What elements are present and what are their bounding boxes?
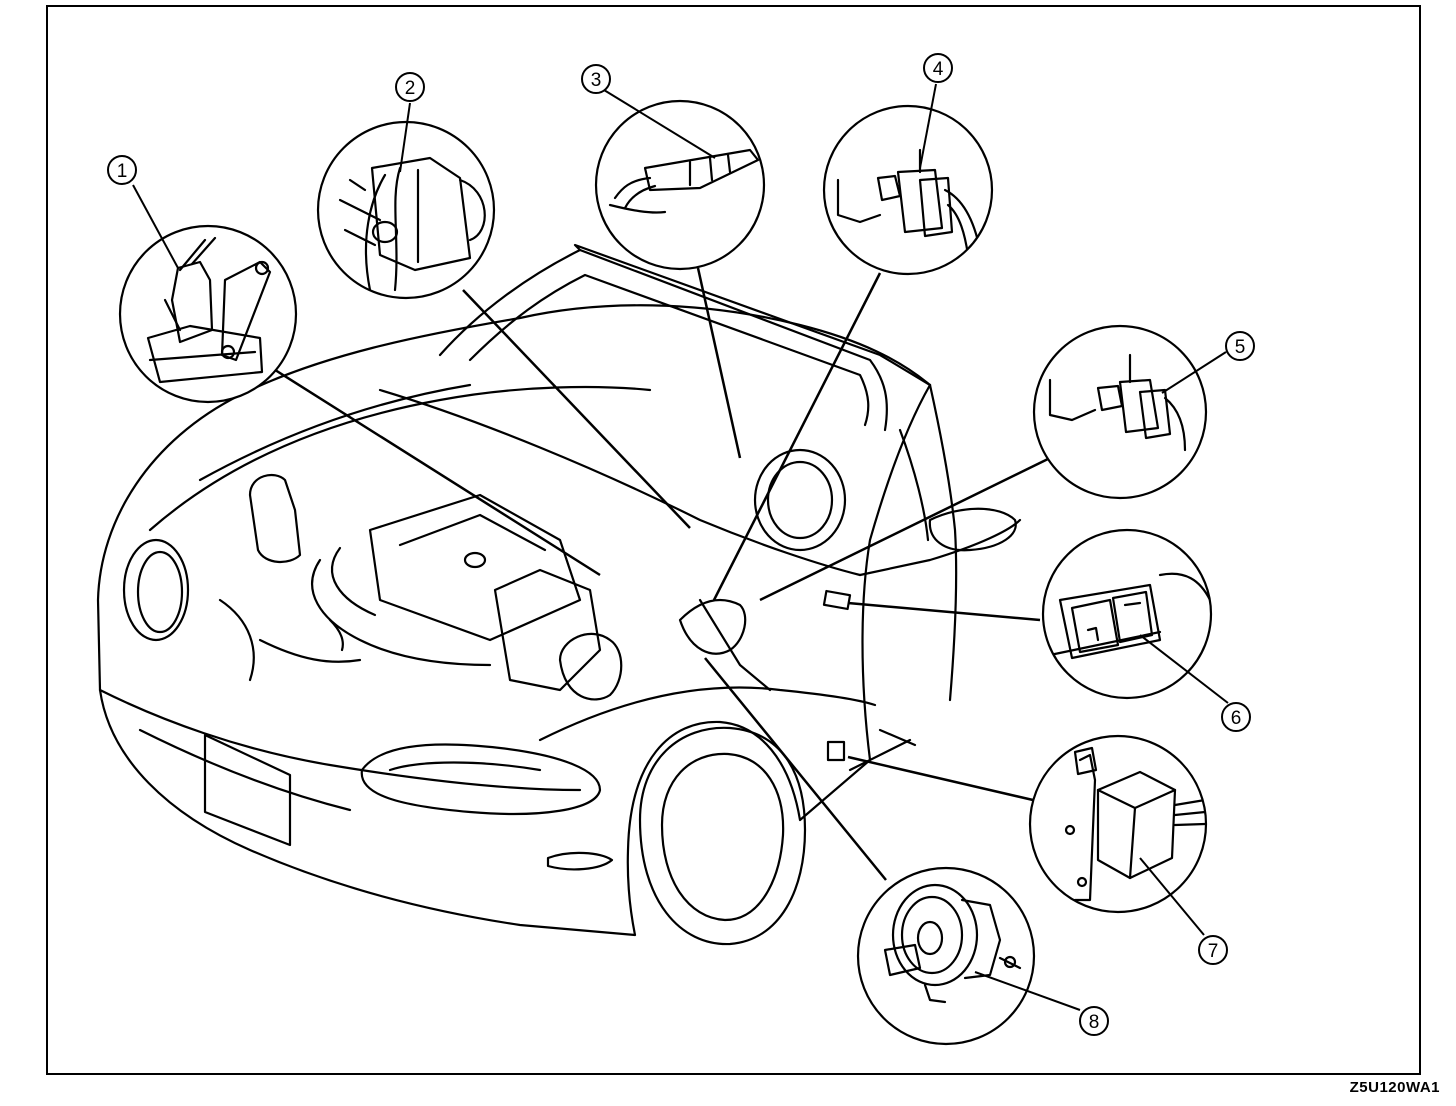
callout-8-label: 8 xyxy=(1089,1012,1100,1033)
headlight-left xyxy=(122,538,190,642)
callout-1: 1 xyxy=(107,155,137,185)
headlight-right xyxy=(360,743,602,816)
strut-tower xyxy=(558,632,623,701)
callout-7: 7 xyxy=(1198,935,1228,965)
license-plate xyxy=(203,733,292,847)
callout-8: 8 xyxy=(1079,1006,1109,1036)
coolant-reservoir xyxy=(248,473,302,563)
door-switch-front xyxy=(822,589,852,611)
intake-hose xyxy=(311,558,492,667)
callout-6-label: 6 xyxy=(1231,708,1242,729)
detail-bubble-3 xyxy=(594,99,766,271)
door-switch-lower xyxy=(826,740,846,762)
front-wheel xyxy=(638,726,807,946)
detail-bubble-6 xyxy=(1041,528,1213,700)
detail-bubble-8 xyxy=(856,866,1036,1046)
windshield-frame xyxy=(438,248,888,432)
callout-7-label: 7 xyxy=(1208,941,1219,962)
diagram-frame xyxy=(46,5,1421,1075)
side-mirror xyxy=(928,507,1017,552)
leader-lines xyxy=(271,267,1051,881)
callout-5-label: 5 xyxy=(1235,337,1246,358)
callout-markers: 1 2 3 4 5 6 7 8 xyxy=(107,53,1255,1036)
callout-3: 3 xyxy=(581,64,611,94)
car-body-outline xyxy=(96,304,932,937)
detail-bubble-2 xyxy=(316,120,496,300)
car-illustration xyxy=(96,243,1022,946)
callout-4-label: 4 xyxy=(933,59,944,80)
callout-4: 4 xyxy=(923,53,953,83)
callout-6: 6 xyxy=(1221,702,1251,732)
engine-block xyxy=(368,493,582,642)
steering-wheel xyxy=(753,448,847,552)
front-bumper xyxy=(98,688,582,792)
detail-bubble-5 xyxy=(1032,324,1208,500)
detail-bubble-7 xyxy=(1028,734,1208,914)
callout-5: 5 xyxy=(1225,331,1255,361)
figure-code: Z5U120WA1 xyxy=(1349,1079,1440,1096)
detail-bubble-1 xyxy=(118,224,298,404)
detail-bubble-4 xyxy=(822,104,994,276)
callout-2-label: 2 xyxy=(405,78,416,99)
callout-leaders xyxy=(132,83,1229,1011)
callout-2: 2 xyxy=(395,72,425,102)
wiring-harness xyxy=(678,598,747,655)
callout-3-label: 3 xyxy=(591,70,602,91)
callout-1-label: 1 xyxy=(117,161,128,182)
air-cleaner xyxy=(493,568,602,692)
